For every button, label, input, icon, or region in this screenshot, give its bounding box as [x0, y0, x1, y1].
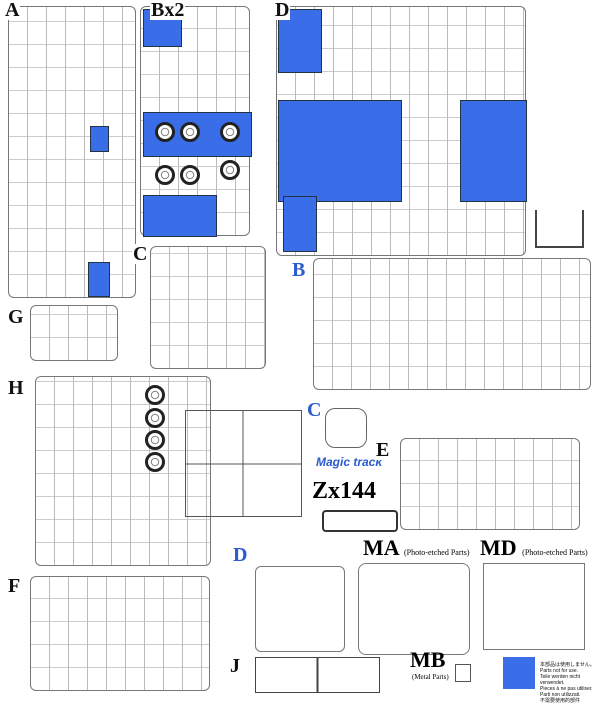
sprue-g-label: G [7, 306, 25, 328]
road-wheel [145, 452, 165, 472]
unused-part [88, 262, 110, 297]
metal-part [455, 664, 471, 682]
bracket-part [535, 210, 584, 248]
sprue-h-label: H [7, 377, 25, 399]
track-link [322, 510, 398, 532]
road-wheel [220, 122, 240, 142]
md-label: MD (Photo-etched Parts) [480, 536, 588, 565]
road-wheel [145, 430, 165, 450]
sprue-d-label: D [274, 0, 291, 21]
road-wheel [155, 165, 175, 185]
sprue-g [30, 305, 118, 361]
unused-parts-legend: 本部品は使用しません。 Parts not for use. Teile wer… [540, 662, 600, 704]
sprue-e [400, 438, 580, 530]
sprue-b [313, 258, 591, 390]
sprue-f-label: F [7, 575, 22, 597]
sprue-a-label: A [4, 0, 21, 21]
unused-part [460, 100, 527, 202]
sprue-h [35, 376, 211, 566]
legend-line: Parti non utilizzati. [540, 692, 581, 698]
mb-code: MB [410, 647, 446, 672]
road-wheel [180, 122, 200, 142]
sprue-c-clear-label: C [306, 399, 323, 421]
road-wheel [145, 385, 165, 405]
sprue-c [150, 246, 266, 369]
magic-track-logo: Magic track [316, 455, 383, 469]
unused-part [283, 196, 317, 252]
sprue-e-label: E [375, 439, 391, 461]
unused-part [278, 100, 402, 202]
ma-note: (Photo-etched Parts) [403, 548, 470, 557]
hull-plate [185, 410, 302, 517]
road-wheel [155, 122, 175, 142]
clear-part [325, 408, 367, 448]
legend-line: Pieces à ne pas utiliser. [540, 686, 593, 692]
road-wheel [180, 165, 200, 185]
md-note: (Photo-etched Parts) [522, 548, 588, 557]
ma-label: MA (Photo-etched Parts) [363, 536, 470, 565]
photo-etch-md [483, 563, 585, 650]
unused-parts-swatch [503, 657, 535, 689]
unused-part [143, 195, 217, 237]
sprue-a [8, 6, 136, 298]
sprue-f [30, 576, 210, 691]
ma-code: MA [363, 535, 399, 560]
mb-note: (Metal Parts) [412, 673, 449, 681]
photo-etch-ma [358, 563, 470, 655]
md-code: MD [480, 535, 517, 560]
legend-line: Parts not for use. [540, 668, 579, 674]
sprue-j-label: J [229, 655, 241, 677]
sprue-c-label: C [132, 243, 149, 265]
track-code: Zx144 [312, 478, 377, 504]
part-j [255, 657, 380, 693]
sprue-d-clear-label: D [232, 544, 249, 566]
sprue-d-clear [255, 566, 345, 652]
legend-line: Teile werden nicht verwendet. [540, 674, 581, 686]
legend-line: 本部品は使用しません。 [540, 662, 595, 668]
road-wheel [220, 160, 240, 180]
unused-part [90, 126, 109, 152]
road-wheel [145, 408, 165, 428]
sprue-bx2-label: Bx2 [150, 0, 186, 21]
sprue-b-label: B [291, 259, 307, 281]
